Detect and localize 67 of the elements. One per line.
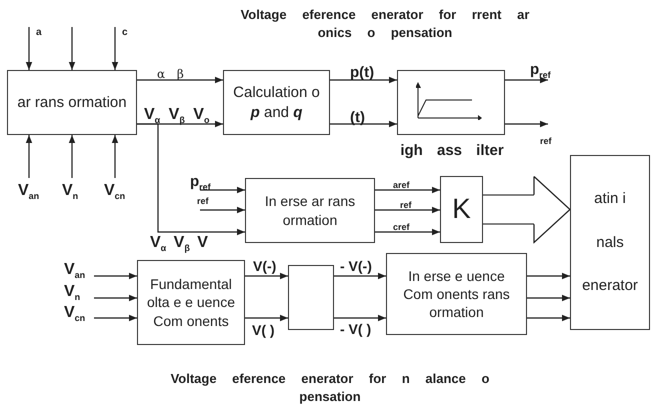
edge-label: a: [36, 28, 42, 38]
process-box: [288, 265, 334, 330]
arrow: [112, 135, 118, 178]
arrow: [245, 272, 288, 280]
block-label: In erse e uence Com onents rans ormation: [402, 266, 511, 322]
arrow: [137, 123, 245, 236]
arrow: [137, 76, 223, 84]
block-label: ar rans ormation: [17, 92, 127, 112]
transform-block: [386, 253, 527, 335]
edge-label: - V( ): [340, 322, 372, 336]
block-caption: igh ass ilter: [399, 141, 505, 161]
edge-label: α β: [157, 68, 184, 80]
edge-label: c: [122, 28, 128, 38]
arrow: [334, 314, 386, 322]
calculation-block: [223, 70, 330, 135]
arrow: [200, 186, 245, 194]
edge-label: V$_{n}$: [64, 284, 80, 302]
arrow: [527, 294, 570, 302]
arrow: [505, 120, 548, 128]
block-label: In erse ar rans ormation: [264, 192, 356, 229]
arrow: [68, 135, 76, 178]
arrow: [68, 27, 76, 70]
edge-label: V$_{an}$: [64, 262, 86, 280]
arrow: [375, 206, 440, 214]
arrow: [527, 272, 570, 280]
edge-label: V( ): [252, 323, 275, 337]
edge-label: V$_{cn}$: [64, 305, 86, 324]
edge-label: V$_{cn}$: [104, 183, 126, 202]
edge-label: p$_{ref}$: [530, 62, 551, 80]
gain-block: [440, 176, 483, 243]
arrow: [26, 135, 32, 178]
edge-label: p(t): [350, 65, 374, 80]
block-label: atin i nals enerator: [581, 189, 639, 296]
edge-label: ref: [400, 201, 412, 210]
signal-label: V$_{α}$ V$_{β}$ V: [150, 235, 208, 254]
diagram-title: Voltage eference enerator for rrent ar onics o pensation: [240, 6, 530, 42]
arrow: [375, 228, 440, 236]
arrow: [94, 294, 137, 302]
arrow: [26, 27, 32, 70]
edge-label: ref: [197, 197, 209, 206]
diagram-caption: Voltage eference enerator for n alance o pensation: [170, 370, 490, 406]
edge-label: cref: [393, 223, 410, 232]
arrow: [94, 272, 137, 280]
arrow: [330, 76, 397, 84]
edge-label: V$_{an}$: [18, 183, 40, 202]
edge-label: V$_{n}$: [62, 183, 78, 202]
arrow: [94, 314, 137, 322]
edge-label: V(-): [253, 259, 276, 273]
arrow: [375, 186, 440, 194]
block-label: Fundamental olta e e uence Com onents: [146, 275, 236, 330]
arrow: [505, 76, 548, 84]
transform-block: [7, 70, 137, 135]
edge-label: aref: [393, 181, 410, 190]
edge-label: - V(-): [340, 259, 372, 273]
arrow: [112, 27, 118, 70]
transform-block: [245, 178, 375, 243]
sequence-block: [137, 260, 245, 345]
arrow: [334, 272, 386, 280]
arrow: [200, 206, 245, 214]
edge-label: (t): [350, 110, 365, 125]
arrow: [527, 314, 570, 322]
arrow: [245, 314, 288, 322]
arrow: [330, 120, 397, 128]
edge-label: ref: [540, 137, 552, 146]
generator-block: [570, 155, 650, 330]
block-label: Calculation o p and q: [232, 83, 321, 122]
block-label: K: [452, 192, 471, 226]
